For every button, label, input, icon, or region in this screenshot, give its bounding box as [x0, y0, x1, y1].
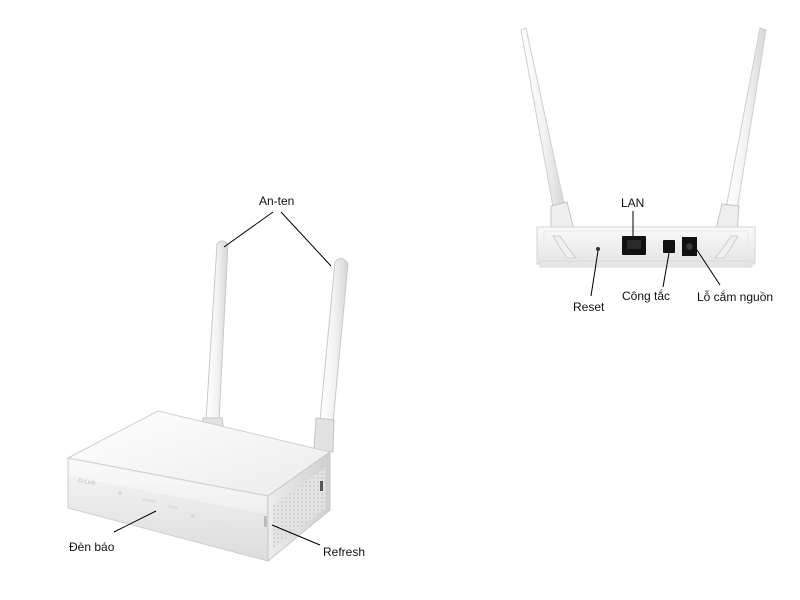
rear-left-antenna — [520, 27, 579, 259]
antenna-leader-right — [280, 211, 332, 267]
switch-label: Công tắc — [622, 289, 671, 303]
indicator-leader-line — [113, 510, 157, 533]
antenna-label: An-ten — [259, 194, 295, 208]
antenna-leader-left — [223, 211, 274, 248]
reset-pinhole[interactable] — [596, 247, 600, 251]
reset-leader-line — [590, 250, 599, 297]
right-antenna — [313, 258, 349, 453]
indicator-led-4 — [191, 514, 195, 518]
indicator-led-1 — [118, 491, 122, 495]
power-jack-leader-line — [696, 249, 721, 286]
router-rear-view — [520, 27, 767, 297]
side-port — [320, 481, 323, 491]
device-logo: D-Link — [78, 478, 97, 487]
refresh-label: Refresh — [323, 545, 366, 559]
refresh-leader-line — [271, 524, 321, 546]
rear-right-antenna — [711, 27, 767, 259]
rear-panel — [536, 226, 756, 268]
left-antenna — [200, 240, 229, 433]
refresh-button[interactable] — [264, 516, 267, 527]
switch-leader-line — [662, 252, 670, 288]
indicator-label: Đèn báo — [69, 540, 115, 554]
indicator-led-2 — [142, 498, 157, 504]
power-jack-label: Lỗ cắm nguồn — [697, 290, 774, 304]
router-front-view: D-Link D-Link — [66, 211, 349, 563]
lan-label: LAN — [621, 196, 645, 210]
indicator-led-3 — [167, 504, 178, 510]
indicator-led-5 — [213, 522, 234, 529]
reset-label: Reset — [573, 300, 605, 314]
power-switch[interactable] — [663, 240, 675, 253]
router-body: D-Link D-Link — [66, 410, 332, 563]
